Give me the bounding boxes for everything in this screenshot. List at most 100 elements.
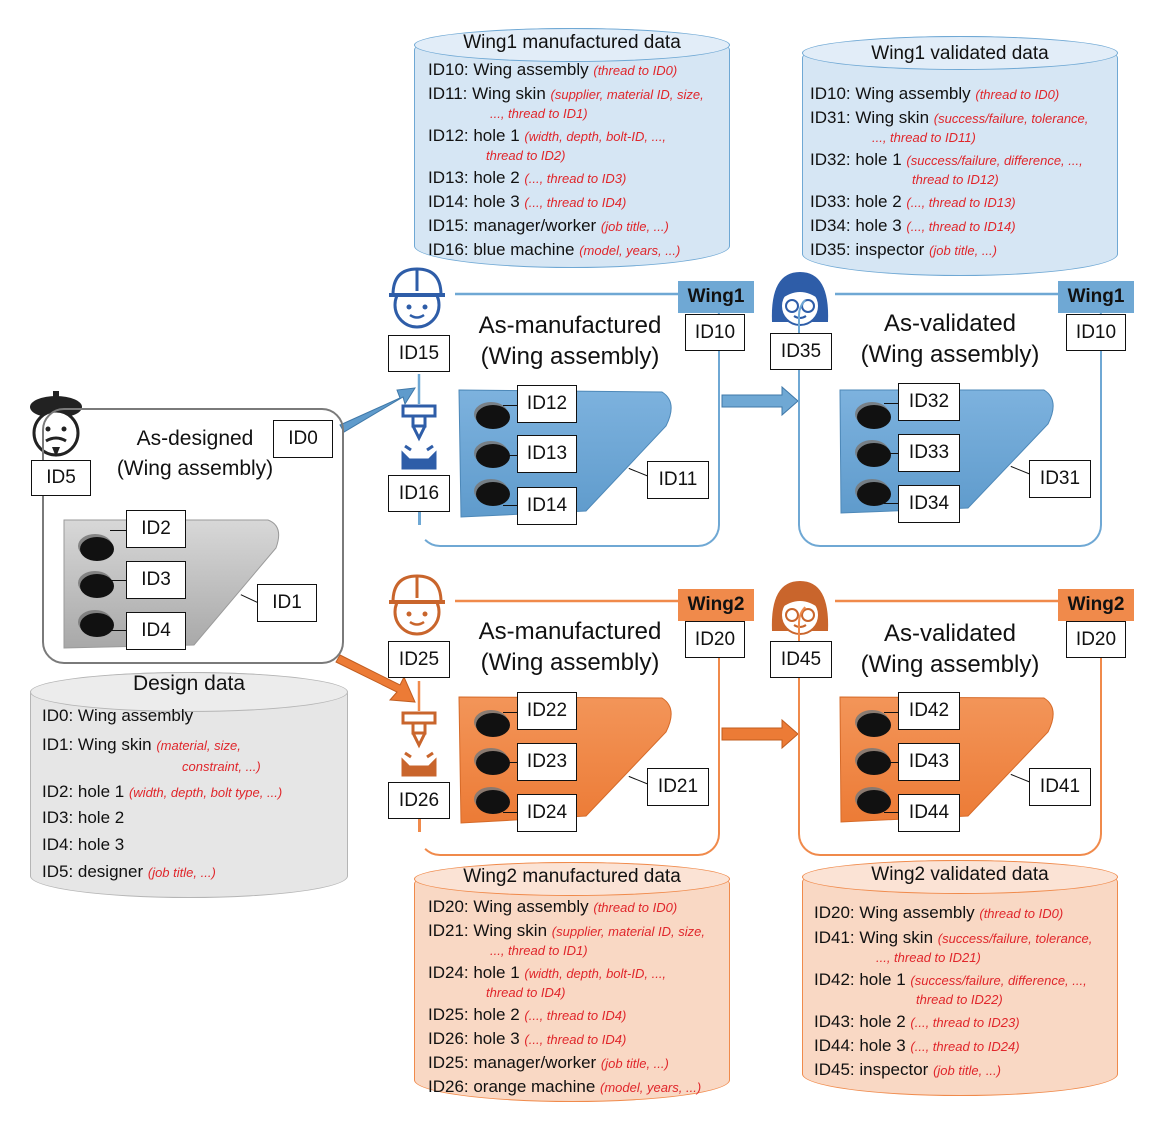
- wing2-mfg-frame: [418, 600, 720, 856]
- wing1-mfg-title-line2: (Wing assembly): [480, 343, 660, 370]
- wing1-val-title: As-validated (Wing assembly): [835, 308, 1065, 370]
- wing1-val-id-hole-2: ID33: [898, 434, 960, 472]
- wing2-mfg-title: As-manufactured (Wing assembly): [455, 616, 685, 678]
- design-data-row: ID5: designer (job title, ...): [42, 862, 216, 881]
- worker-icon: [389, 574, 445, 636]
- wing2-val-data-row: ID43: hole 2 (..., thread to ID23): [814, 1012, 1020, 1031]
- wing1-mfg-data-cylinder: [414, 28, 730, 268]
- design-frame: [42, 408, 344, 664]
- design-id-assembly: ID0: [273, 420, 333, 458]
- wing2-val-title-line2: (Wing assembly): [860, 651, 1040, 678]
- design-hole-3: [80, 613, 114, 637]
- design-data-row: ID4: hole 3: [42, 835, 125, 854]
- wing2-val-hole-2: [857, 751, 891, 775]
- arrow-icon: [335, 385, 799, 750]
- wing1-mfg-data-row: ID14: hole 3 (..., thread to ID4): [428, 192, 627, 211]
- design-data-row: ID1: Wing skin (material, size,constrain…: [42, 735, 261, 774]
- wing1-mfg-data-row: ID16: blue machine (model, years, ...): [428, 240, 681, 259]
- wing2-mfg-hole-3: [476, 790, 510, 814]
- wing2-mfg-data-row: ID26: orange machine (model, years, ...): [428, 1077, 702, 1096]
- wing2-mfg-title-line1: As-manufactured: [478, 618, 662, 645]
- wing2-tag: Wing2: [678, 589, 754, 621]
- wing2-mfg-data-cylinder: [414, 862, 730, 1102]
- wing1-val-data-row: ID33: hole 2 (..., thread to ID13): [810, 192, 1016, 211]
- wing1-mfg-id-hole-3: ID14: [517, 487, 577, 525]
- wing2-mfg-data-title: Wing2 manufactured data: [463, 866, 681, 887]
- wing1-mfg-data-row: ID10: Wing assembly (thread to ID0): [428, 60, 678, 79]
- wing1-val-tag: Wing1: [1058, 281, 1134, 313]
- wing2-val-hole-3: [857, 790, 891, 814]
- wing1-val-title-line1: As-validated: [883, 310, 1017, 337]
- wing1-mfg-title: As-manufactured (Wing assembly): [455, 310, 685, 372]
- wing2-val-hole-1: [857, 713, 891, 737]
- wing1-mfg-frame: [418, 293, 720, 547]
- wing1-val-data-row: ID31: Wing skin (success/failure, tolera…: [810, 108, 1089, 145]
- wing2-val-data-row: ID45: inspector (job title, ...): [814, 1060, 1001, 1079]
- wing2-mfg-id-hole-2: ID23: [517, 743, 577, 781]
- design-data-title: Design data: [132, 672, 246, 695]
- wing2-val-data-cylinder: [802, 860, 1118, 1096]
- wing1-val-id-hole-1: ID32: [898, 383, 960, 421]
- wing2-val-title: As-validated (Wing assembly): [835, 618, 1065, 680]
- wing1-val-data-row: ID34: hole 3 (..., thread to ID14): [810, 216, 1016, 235]
- wing1-val-data-row: ID10: Wing assembly (thread to ID0): [810, 84, 1060, 103]
- design-hole-1: [80, 537, 114, 561]
- design-title-line1: As-designed: [136, 427, 254, 450]
- wing1-mfg-data-row: ID13: hole 2 (..., thread to ID3): [428, 168, 627, 187]
- wing1-val-data-cylinder: [802, 36, 1118, 276]
- wing2-val-id-hole-2: ID43: [898, 743, 960, 781]
- wing1-mfg-id-machine: ID16: [388, 475, 450, 512]
- wing2-mfg-data-row: ID24: hole 1 (width, depth, bolt-ID, ...…: [428, 963, 667, 1000]
- wing2-val-data-row: ID41: Wing skin (success/failure, tolera…: [814, 928, 1093, 965]
- wing2-mfg-data-row: ID20: Wing assembly (thread to ID0): [428, 897, 678, 916]
- design-data-row: ID2: hole 1 (width, depth, bolt type, ..…: [42, 782, 283, 801]
- wing1-val-id-hole-3: ID34: [898, 485, 960, 523]
- wing1-val-frame: [798, 293, 1102, 547]
- wing2-mfg-title-line2: (Wing assembly): [480, 649, 660, 676]
- wing2-mfg-data-row: ID26: hole 3 (..., thread to ID4): [428, 1029, 627, 1048]
- wing1-val-data-title: Wing1 validated data: [871, 43, 1049, 64]
- wing2-mfg-data-row: ID25: hole 2 (..., thread to ID4): [428, 1005, 627, 1024]
- wing2-val-id-inspector: ID45: [770, 641, 832, 678]
- wing2-val-data-title: Wing2 validated data: [871, 864, 1049, 885]
- wing1-mfg-id-skin: ID11: [647, 461, 709, 499]
- wing2-val-data-row: ID20: Wing assembly (thread to ID0): [814, 903, 1064, 922]
- wing1-mfg-title-line1: As-manufactured: [478, 312, 662, 339]
- wing1-val-hole-2: [857, 443, 891, 467]
- wing2-val-id-hole-1: ID42: [898, 692, 960, 730]
- design-id-person: ID5: [31, 460, 91, 496]
- wing1-mfg-hole-3: [476, 482, 510, 506]
- wing2-val-id-skin: ID41: [1029, 768, 1091, 806]
- wing1-mfg-id-hole-2: ID13: [517, 435, 577, 473]
- wing1-val-id-assembly: ID10: [1066, 314, 1126, 351]
- wing1-mfg-id-assembly: ID10: [685, 314, 745, 351]
- wing2-mfg-data-row: ID25: manager/worker (job title, ...): [428, 1053, 669, 1072]
- wing1-mfg-data-row: ID12: hole 1 (width, depth, bolt-ID, ...…: [428, 126, 667, 163]
- wing2-mfg-id-machine: ID26: [388, 782, 450, 819]
- wing1-val-id-skin: ID31: [1029, 460, 1091, 498]
- design-id-hole-3: ID4: [126, 612, 186, 650]
- wing1-mfg-hole-2: [476, 444, 510, 468]
- wing1-val-title-line2: (Wing assembly): [860, 341, 1040, 368]
- wing2-mfg-hole-1: [476, 713, 510, 737]
- wing1-val-hole-3: [857, 482, 891, 506]
- wing2-mfg-id-worker: ID25: [388, 641, 450, 678]
- wing2-val-frame: [798, 600, 1102, 856]
- design-data-row: ID0: Wing assembly: [42, 706, 194, 725]
- machine-icon: [401, 404, 437, 470]
- wing2-val-title-line1: As-validated: [883, 620, 1017, 647]
- wing1-mfg-id-hole-1: ID12: [517, 385, 577, 423]
- wing2-val-data-row: ID44: hole 3 (..., thread to ID24): [814, 1036, 1020, 1055]
- wing2-mfg-id-assembly: ID20: [685, 621, 745, 658]
- wing2-mfg-id-hole-3: ID24: [517, 794, 577, 832]
- wing1-mfg-data-row: ID15: manager/worker (job title, ...): [428, 216, 669, 235]
- wing2-val-id-hole-3: ID44: [898, 794, 960, 832]
- wing1-val-data-row: ID35: inspector (job title, ...): [810, 240, 997, 259]
- wing1-mfg-data-title: Wing1 manufactured data: [463, 32, 681, 53]
- wing1-mfg-id-worker: ID15: [388, 335, 450, 372]
- wing1-mfg-data-row: ID11: Wing skin (supplier, material ID, …: [428, 84, 704, 121]
- wing2-val-data-row: ID42: hole 1 (success/failure, differenc…: [814, 970, 1087, 1007]
- design-id-hole-1: ID2: [126, 510, 186, 548]
- design-title: As-designed (Wing assembly): [105, 424, 285, 484]
- wing2-mfg-id-skin: ID21: [647, 768, 709, 806]
